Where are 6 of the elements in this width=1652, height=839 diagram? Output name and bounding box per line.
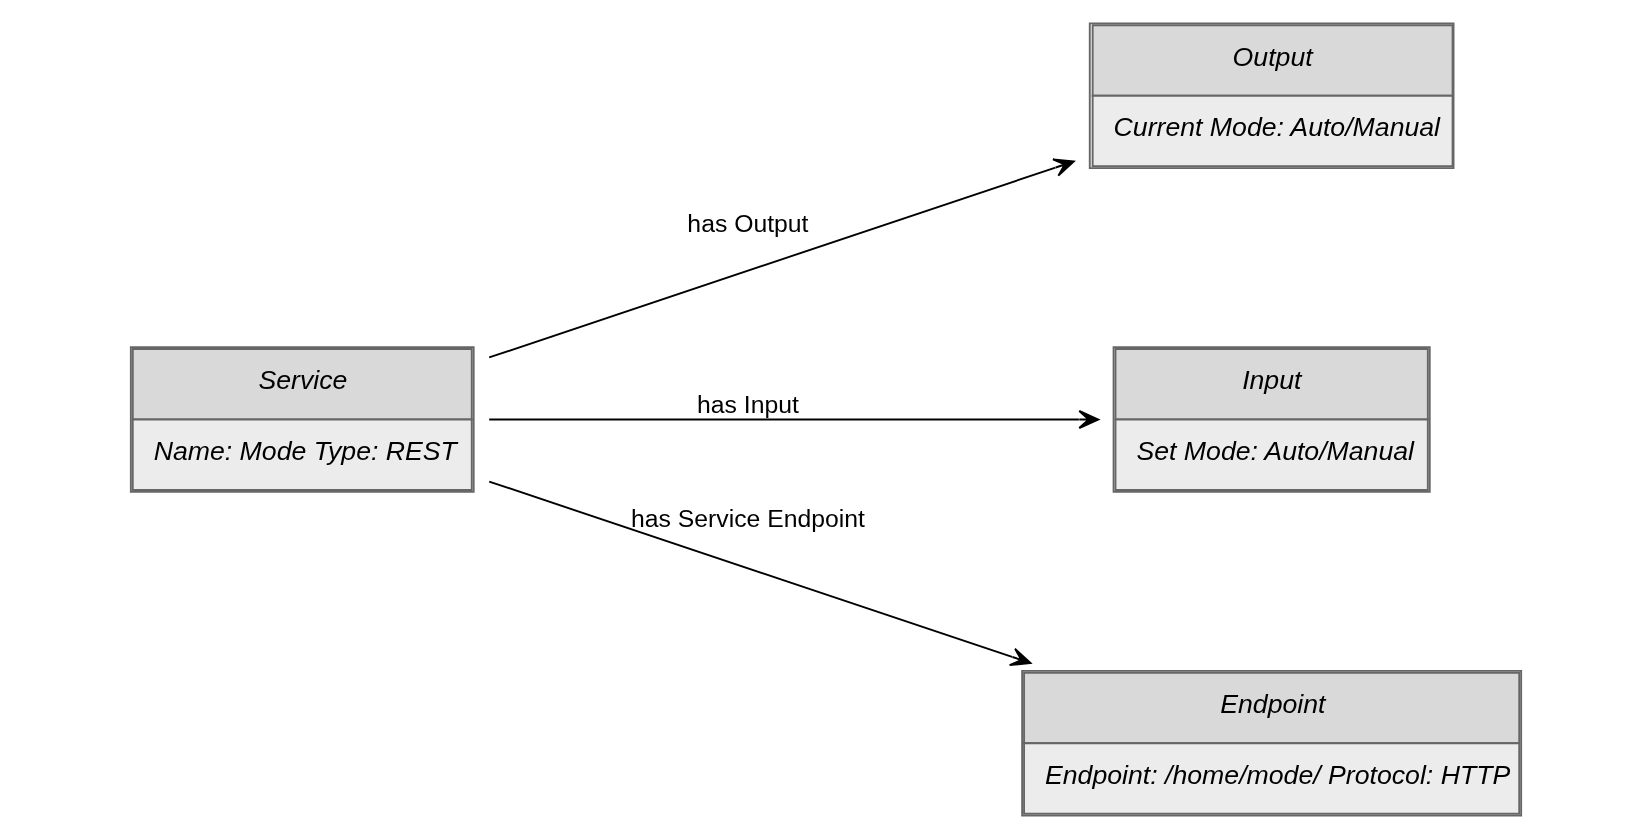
arrow bbox=[488, 410, 1100, 429]
arrow bbox=[488, 480, 1032, 667]
edge-label: has Input bbox=[697, 390, 799, 418]
arrow bbox=[488, 158, 1075, 359]
edge-label: has Service Endpoint bbox=[630, 504, 865, 532]
edge-label: has Output bbox=[687, 209, 809, 237]
